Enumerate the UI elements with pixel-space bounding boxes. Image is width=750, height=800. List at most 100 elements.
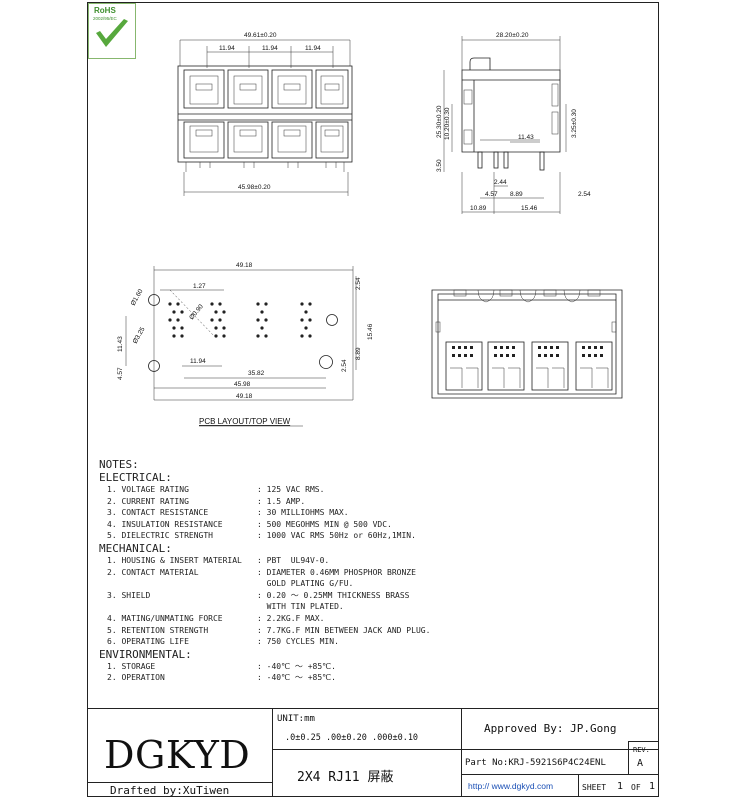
- note-value: : 1.5 AMP.: [257, 496, 306, 506]
- note-row: 3. CONTACT RESISTANCE : 30 MILLIOHMS MAX.: [99, 507, 430, 519]
- pcb-b1: 35.82: [248, 370, 265, 377]
- environmental-heading: ENVIRONMENTAL:: [99, 647, 192, 661]
- mechanical-heading: MECHANICAL:: [99, 541, 172, 555]
- front-view: 49.61±0.20 11.94 11.94 11.94: [177, 32, 353, 196]
- pcb-mid-pitch: 11.94: [190, 358, 206, 365]
- rev-label: REV.: [633, 746, 650, 754]
- side-d1-dim: 2.44: [494, 179, 507, 186]
- note-value: GOLD PLATING G/FU.: [257, 579, 354, 589]
- note-value: WITH TIN PLATED.: [257, 602, 344, 612]
- side-width-dim: 28.20±0.20: [496, 32, 529, 39]
- note-row: 3. SHIELD: 0.20 ～ 0.25MM THICKNESS BRASS: [99, 590, 430, 602]
- pcb-b2: 45.98: [234, 381, 251, 388]
- note-key: 2. CURRENT RATING: [107, 496, 189, 506]
- rev-cell: REV. A: [628, 741, 659, 775]
- pcb-small-pitch: 1.27: [193, 283, 206, 290]
- note-row: 4. MATING/UNMATING FORCE : 2.2KG.F MAX.: [99, 613, 430, 625]
- rohs-check-icon: RoHS 2002/95/EC: [88, 3, 136, 59]
- website-link[interactable]: http:// www.dgkyd.com: [468, 781, 554, 791]
- front-pitch-2: 11.94: [262, 45, 278, 52]
- note-value: : 30 MILLIOHMS MAX.: [257, 508, 349, 518]
- note-row: 2. OPERATION: -40℃ ～ +85℃.: [99, 672, 430, 684]
- note-row: 2. CURRENT RATING : 1.5 AMP.: [99, 496, 430, 508]
- pcb-hole1: Ø1.60: [130, 288, 145, 307]
- product-name: 2X4 RJ11 屏蔽: [297, 770, 394, 785]
- side-h2-dim: 10.20±0.30: [444, 107, 451, 140]
- pcb-hole3: Ø0.90: [188, 303, 205, 321]
- rev-value: A: [637, 758, 644, 769]
- product-cell: 2X4 RJ11 屏蔽: [272, 749, 462, 797]
- tolerance-text: .0±0.25 .00±0.20 .000±0.10: [285, 733, 419, 743]
- unit-label: UNIT:mm: [277, 714, 315, 724]
- pcb-r2: 15.46: [367, 323, 374, 340]
- rohs-badge: RoHS 2002/95/EC: [88, 3, 136, 59]
- notes-title: NOTES:: [99, 458, 139, 471]
- note-value: : 2.2KG.F MAX.: [257, 613, 325, 623]
- unit-cell: UNIT:mm .0±0.25 .00±0.20 .000±0.10: [272, 708, 462, 750]
- side-d3-dim: 8.89: [510, 191, 523, 198]
- side-d5-dim: 10.89: [470, 205, 487, 212]
- note-key: 1. STORAGE: [107, 661, 156, 671]
- pcb-r1: 2.54: [355, 277, 362, 290]
- approved-by: Approved By: JP.Gong: [484, 722, 617, 735]
- sheet-label: SHEET: [582, 783, 607, 792]
- note-value: : PBT UL94V-0.: [257, 555, 330, 565]
- side-d4-dim: 2.54: [578, 191, 591, 198]
- company-cell: DGKYD: [87, 708, 273, 797]
- note-key: 1. HOUSING & INSERT MATERIAL: [107, 555, 242, 565]
- note-value: : 1000 VAC RMS 50Hz or 60Hz,1MIN.: [257, 531, 416, 541]
- front-section-view: [431, 289, 623, 399]
- side-left-small-dim: 3.50: [436, 159, 443, 172]
- side-view: 28.20±0.20 25.30±0.20 10.20±0.30 3.25±0.…: [436, 32, 591, 214]
- website-cell: http:// www.dgkyd.com: [461, 774, 579, 797]
- note-key: 4. INSULATION RESISTANCE: [107, 519, 223, 529]
- rohs-sub: 2002/95/EC: [93, 16, 118, 21]
- note-row: 6. OPERATING LIFE : 750 CYCLES MIN.: [99, 636, 430, 648]
- note-value: : 0.20 ～ 0.25MM THICKNESS BRASS: [257, 590, 410, 600]
- note-value: : DIAMETER 0.46MM PHOSPHOR BRONZE: [257, 567, 416, 577]
- note-value: : 125 VAC RMS.: [257, 485, 325, 494]
- pcb-caption: PCB LAYOUT/TOP VIEW: [199, 417, 291, 426]
- note-row: 1. HOUSING & INSERT MATERIAL : PBT UL94V-…: [99, 555, 430, 567]
- pcb-left2: 4.57: [117, 367, 124, 380]
- note-key: 4. MATING/UNMATING FORCE: [107, 613, 223, 623]
- company-logo: DGKYD: [104, 733, 251, 777]
- front-pitch-3: 11.94: [305, 45, 321, 52]
- pcb-r3: 8.89: [355, 347, 362, 360]
- note-key: [99, 601, 257, 613]
- note-key: 2. CONTACT MATERIAL: [107, 567, 199, 577]
- side-height-dim: 25.30±0.20: [436, 105, 443, 138]
- note-row: WITH TIN PLATED.: [99, 601, 430, 613]
- front-pitch-1: 11.94: [219, 45, 235, 52]
- note-row: 1. STORAGE : -40℃ ～ +85℃.: [99, 661, 430, 673]
- drafted-by: Drafted by:XuTiwen: [110, 784, 230, 797]
- note-key: 3. CONTACT RESISTANCE: [107, 508, 209, 518]
- note-value: : -40℃ ～ +85℃.: [257, 661, 336, 671]
- note-value: : 7.7KG.F MIN BETWEEN JACK AND PLUG.: [257, 625, 431, 635]
- note-key: 1. VOLTAGE RATING: [107, 485, 189, 494]
- side-mid-dim: 11.43: [518, 134, 534, 141]
- note-key: 5. RETENTION STRENGTH: [107, 625, 209, 635]
- pcb-r4: 2.54: [341, 359, 348, 372]
- electrical-heading: ELECTRICAL:: [99, 471, 172, 484]
- part-no-cell: Part No:KRJ-5921S6P4C24ENL: [461, 749, 629, 775]
- note-row: 1. VOLTAGE RATING : 125 VAC RMS.: [99, 484, 430, 496]
- note-value: : 500 MEGOHMS MIN @ 500 VDC.: [257, 519, 392, 529]
- drafted-cell: Drafted by:XuTiwen: [87, 782, 273, 797]
- sheet-cell: SHEET 1 OF 1: [578, 774, 659, 797]
- notes-block: NOTES: ELECTRICAL: 1. VOLTAGE RATING : 12…: [99, 458, 430, 684]
- note-row: GOLD PLATING G/FU.: [99, 578, 430, 590]
- note-row: 5. RETENTION STRENGTH : 7.7KG.F MIN BETWE…: [99, 625, 430, 637]
- pcb-top-dim: 49.18: [236, 262, 253, 269]
- note-key: [99, 578, 257, 590]
- note-row: 5. DIELECTRIC STRENGTH : 1000 VAC RMS 50H…: [99, 530, 430, 542]
- front-overall-dim: 49.61±0.20: [244, 32, 277, 39]
- note-key: 5. DIELECTRIC STRENGTH: [107, 531, 213, 541]
- note-key: 6. OPERATING LIFE: [107, 637, 189, 647]
- side-h3-dim: 3.25±0.30: [571, 109, 578, 138]
- note-value: : 750 CYCLES MIN.: [257, 637, 339, 647]
- title-block: DGKYD Drafted by:XuTiwen UNIT:mm .0±0.25…: [87, 708, 659, 797]
- pcb-left1: 11.43: [117, 336, 124, 352]
- pcb-b3: 49.18: [236, 393, 253, 400]
- side-d2-dim: 4.57: [485, 191, 498, 198]
